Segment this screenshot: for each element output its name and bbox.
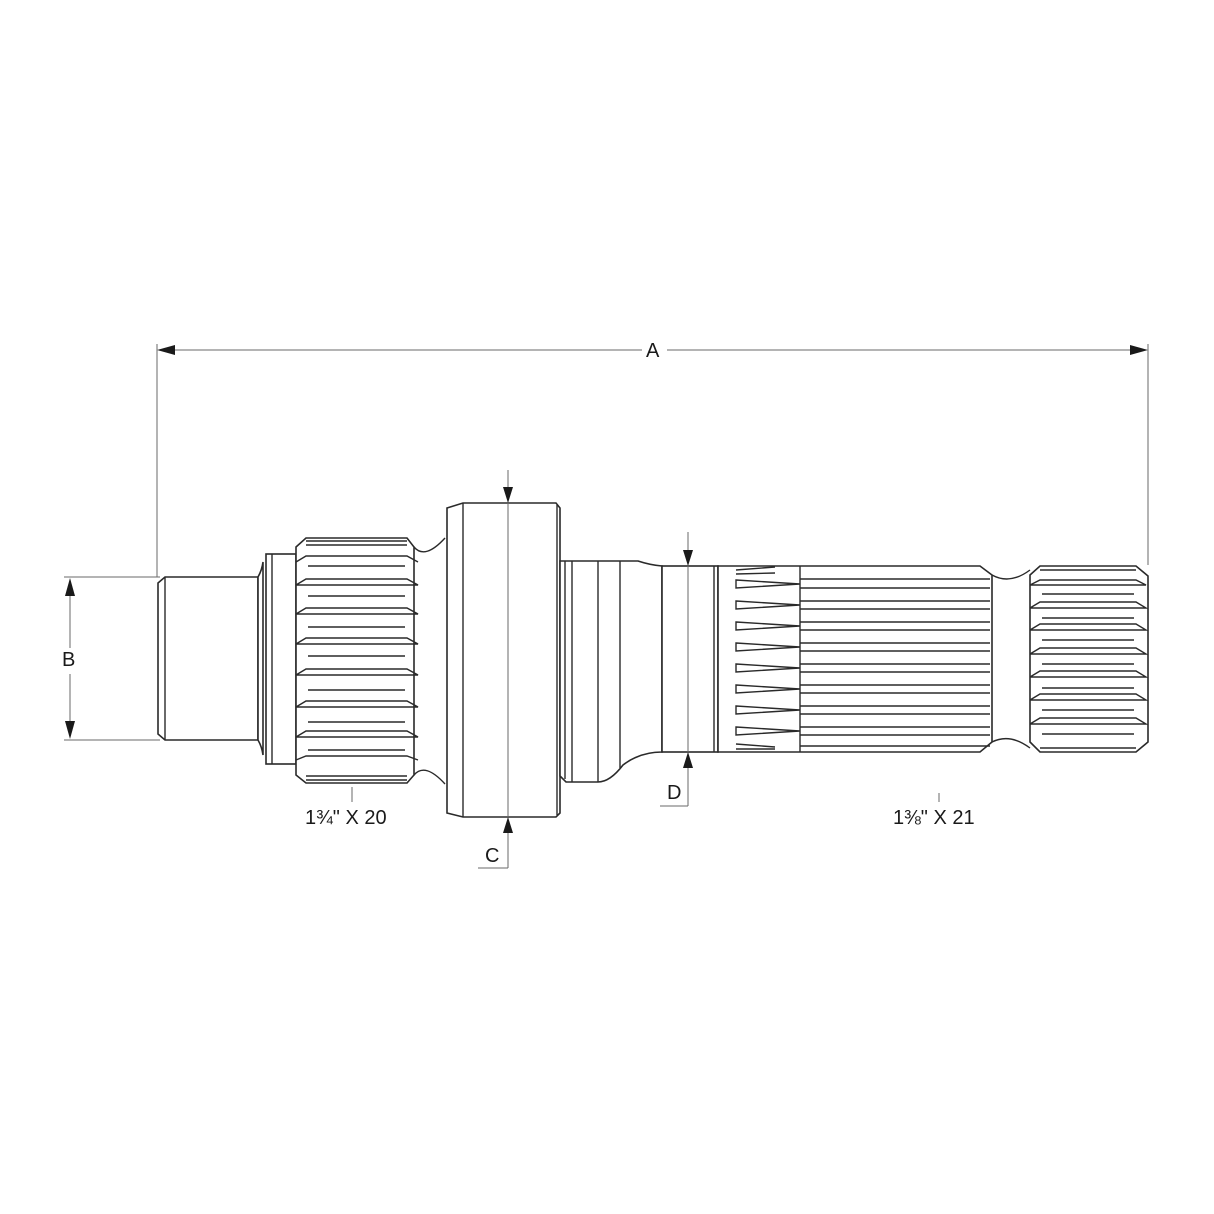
right-long-spline (717, 565, 993, 753)
right-spline-spec: 1⅜" X 21 (893, 807, 975, 829)
right-groove (991, 569, 1031, 749)
flange (446, 502, 561, 818)
pilot-journal (157, 553, 297, 765)
dimension-a-label: A (646, 340, 660, 362)
left-spline-spec: 1¾" X 20 (305, 807, 387, 829)
dimension-b-label: B (62, 649, 76, 671)
dimension-c (478, 470, 513, 869)
neck (559, 560, 663, 783)
dimension-a (156, 344, 1149, 577)
d-section (661, 565, 719, 753)
dimension-d-label: D (667, 782, 682, 804)
left-spline (295, 537, 419, 784)
dimension-b (64, 576, 160, 741)
right-end-spline (1029, 565, 1149, 753)
dimension-d (660, 532, 693, 807)
dimension-c-label: C (485, 845, 500, 867)
left-groove (413, 537, 446, 785)
